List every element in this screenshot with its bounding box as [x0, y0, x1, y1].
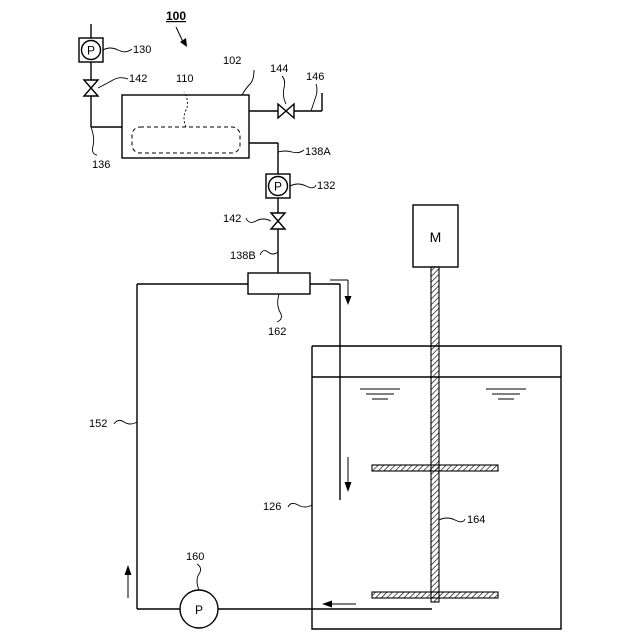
- ref-110: 110: [176, 73, 194, 85]
- ref-142-lower: 142: [223, 213, 241, 225]
- figure-ref-100: 100: [166, 9, 187, 47]
- ref-130: 130: [133, 44, 151, 56]
- pump-130-symbol: P: [87, 44, 95, 58]
- agitator-164: [372, 267, 498, 602]
- ref-136: 136: [92, 159, 110, 171]
- ref-162: 162: [268, 326, 286, 338]
- line-138A: [249, 143, 278, 174]
- line-138B: [271, 198, 285, 273]
- ref-144: 144: [270, 63, 288, 75]
- pump-132: P: [266, 174, 290, 198]
- mixer-162: [248, 273, 310, 294]
- valve-142-top: [84, 80, 98, 96]
- outlet-line-146: [249, 93, 322, 118]
- ref-160: 160: [186, 551, 204, 563]
- ref-138B: 138B: [230, 250, 256, 262]
- ref-146: 146: [306, 71, 324, 83]
- motor-symbol: M: [430, 229, 442, 245]
- flow-arrows: [125, 280, 357, 608]
- ref-138A: 138A: [305, 146, 331, 158]
- pump-130: P: [79, 38, 103, 62]
- ref-126: 126: [263, 501, 281, 513]
- figure-ref-label: 100: [166, 9, 186, 23]
- ref-132: 132: [317, 180, 335, 192]
- ref-102: 102: [223, 55, 241, 67]
- inlet-line-136: [91, 24, 122, 127]
- ref-164: 164: [467, 514, 485, 526]
- reference-labels: 130 142 110 102 144 146 136 138A 132 142…: [89, 44, 485, 563]
- ref-152: 152: [89, 418, 107, 430]
- motor: M: [413, 205, 458, 267]
- pump-132-symbol: P: [274, 180, 282, 194]
- pump-160-symbol: P: [195, 603, 203, 617]
- ref-142-top: 142: [129, 73, 147, 85]
- pump-160: P: [180, 590, 218, 628]
